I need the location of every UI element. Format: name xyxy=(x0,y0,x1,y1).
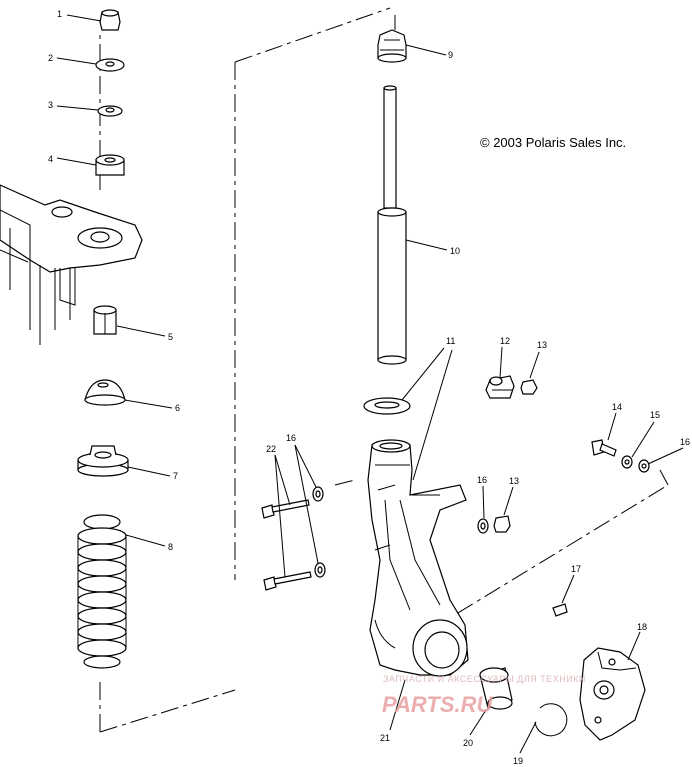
callout-14: 14 xyxy=(612,402,622,412)
callout-16-left: 16 xyxy=(286,433,296,443)
part-7-spring-seat xyxy=(77,445,129,477)
part-21-knuckle xyxy=(367,439,469,677)
part-2-washer xyxy=(95,58,125,72)
callout-12: 12 xyxy=(500,336,510,346)
callout-19: 19 xyxy=(513,756,523,766)
part-6-cup xyxy=(84,379,126,406)
watermark-brand: PARTS.RU xyxy=(382,692,494,717)
part-17-set-screw xyxy=(552,603,568,617)
callout-5: 5 xyxy=(168,332,173,342)
part-13-nut xyxy=(520,379,538,395)
part-16-washers-left xyxy=(312,486,326,578)
part-4-bushing xyxy=(95,154,125,176)
callout-21: 21 xyxy=(380,733,390,743)
callout-16-right: 16 xyxy=(680,437,690,447)
callout-15: 15 xyxy=(650,410,660,420)
part-22-bolt-lower xyxy=(263,571,312,591)
callout-2: 2 xyxy=(48,53,53,63)
part-19-snap-ring xyxy=(534,703,568,737)
part-22-bolt-upper xyxy=(261,499,310,519)
callout-numbers: 1 2 3 4 5 6 7 8 9 10 11 12 13 14 15 16 1… xyxy=(48,9,690,766)
callout-22: 22 xyxy=(266,444,276,454)
callout-7: 7 xyxy=(173,471,178,481)
part-3-washer xyxy=(97,105,123,117)
part-15-washer xyxy=(621,455,633,469)
callout-3: 3 xyxy=(48,100,53,110)
callout-18: 18 xyxy=(637,622,647,632)
callout-20: 20 xyxy=(463,738,473,748)
part-12-clamp xyxy=(485,375,515,399)
part-16-13-washer-nut xyxy=(477,515,511,534)
boundary-lines xyxy=(99,7,669,733)
callout-13: 13 xyxy=(537,340,547,350)
part-18-brake-caliper xyxy=(579,647,646,741)
callout-8: 8 xyxy=(168,542,173,552)
frame-mount-bracket xyxy=(0,184,143,345)
callout-6: 6 xyxy=(175,403,180,413)
part-8-coil-spring xyxy=(77,514,127,669)
part-14-bolt xyxy=(591,439,617,457)
part-20-bearing xyxy=(479,667,513,710)
part-5-nut xyxy=(93,305,117,335)
callout-9: 9 xyxy=(448,50,453,60)
copyright-notice: © 2003 Polaris Sales Inc. xyxy=(480,135,626,150)
callout-11: 11 xyxy=(446,336,455,346)
callout-16-center: 16 xyxy=(477,475,487,485)
callout-1: 1 xyxy=(57,9,62,19)
callout-13-center: 13 xyxy=(509,476,519,486)
callout-10: 10 xyxy=(450,246,460,256)
callout-17: 17 xyxy=(571,564,581,574)
part-1-nut xyxy=(99,9,121,31)
part-11-washer xyxy=(363,397,411,415)
part-9-bump-stop xyxy=(377,29,407,63)
part-10-strut-cartridge xyxy=(377,85,407,365)
watermark: ЗАПЧАСТИ И АКСЕССУАРЫ ДЛЯ ТЕХНИКИ PARTS.… xyxy=(382,674,586,717)
leader-lines xyxy=(56,14,684,754)
watermark-tagline: ЗАПЧАСТИ И АКСЕССУАРЫ ДЛЯ ТЕХНИКИ xyxy=(383,674,586,684)
callout-4: 4 xyxy=(48,154,53,164)
part-16-washer-right xyxy=(638,459,650,473)
